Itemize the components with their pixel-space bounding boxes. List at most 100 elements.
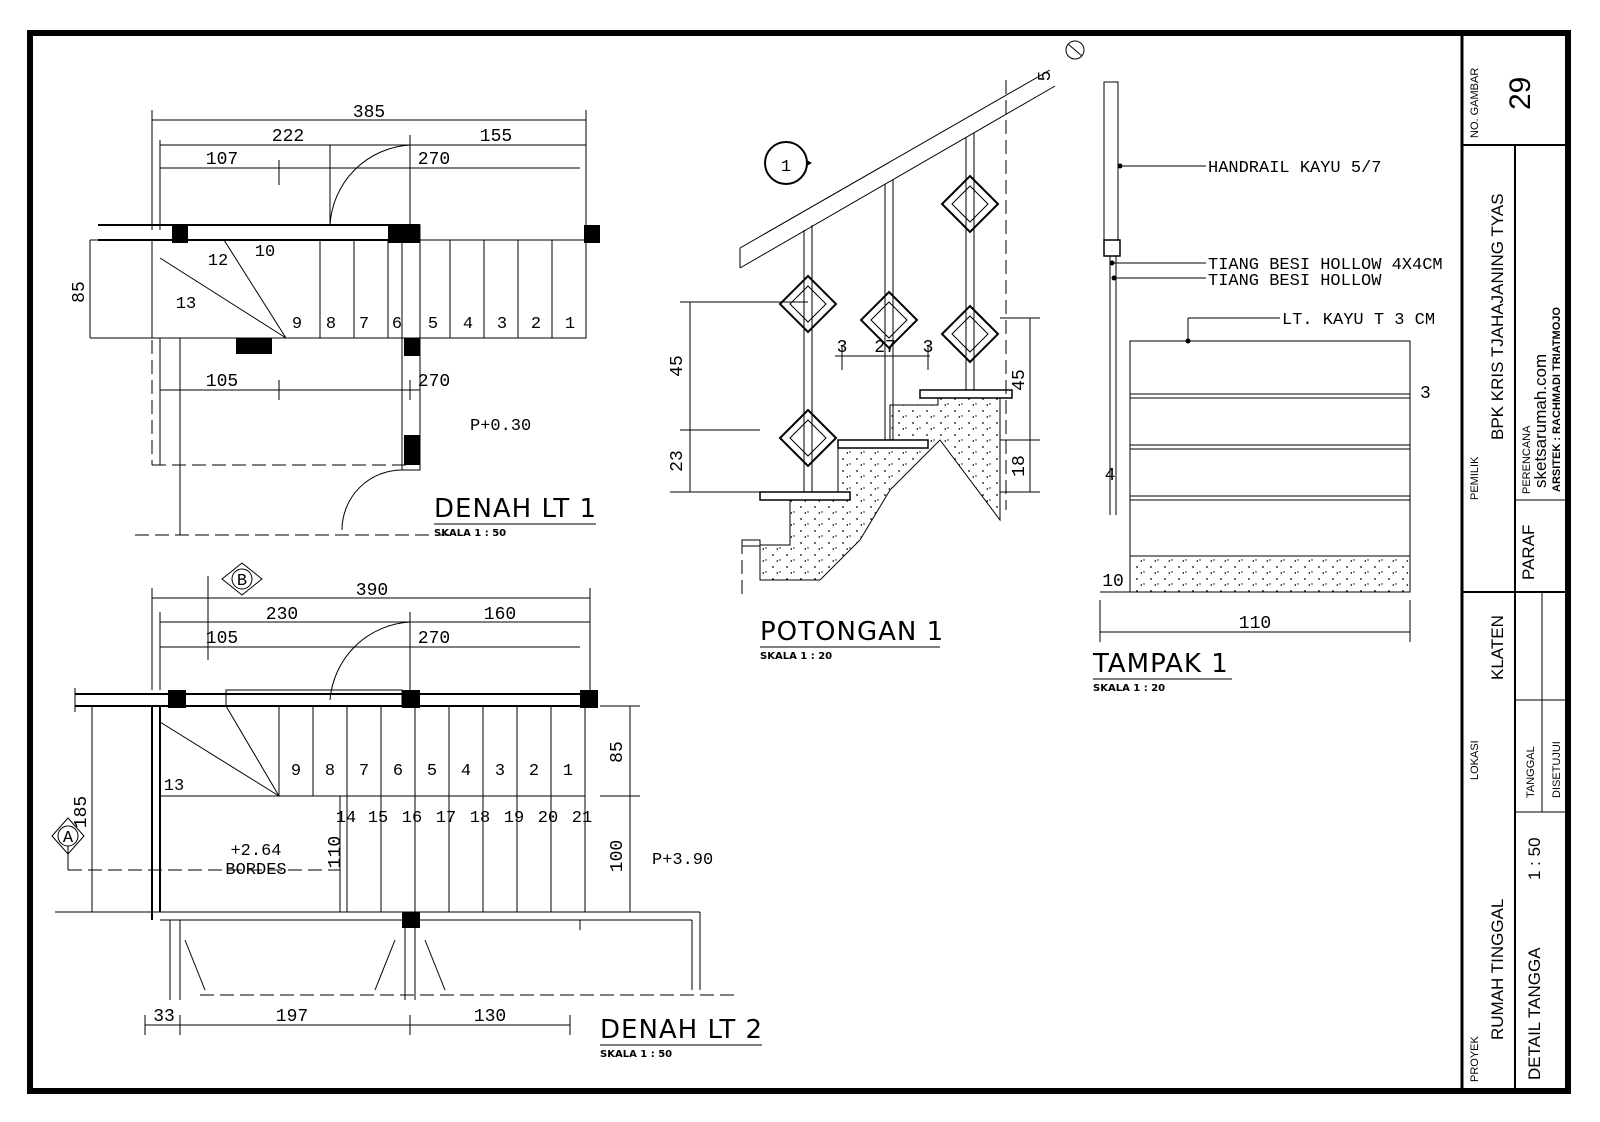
step-10: 10 xyxy=(255,243,275,262)
tampak-1-elevation: HANDRAIL KAYU 5/7 TIANG BESI HOLLOW 4X4C… xyxy=(1092,81,1443,694)
pot-dim-45-right: 45 xyxy=(1010,369,1030,391)
judul-gambar: DETAIL TANGGA xyxy=(1525,947,1544,1080)
potongan-1-scale: SKALA 1 : 20 xyxy=(760,651,832,662)
step-6: 6 xyxy=(392,315,402,334)
label-lt-kayu: LT. KAYU T 3 CM xyxy=(1282,311,1435,330)
pot-dim-3b: 3 xyxy=(923,338,934,358)
denah-lt-1-scale: SKALA 1 : 50 xyxy=(434,528,506,539)
tanggal-label: TANGGAL xyxy=(1525,746,1537,798)
potongan-1-section: 45 23 3 27 3 45 18 5 1 POTONGAN 1 SKALA … xyxy=(668,40,1085,662)
step-lt2-1: 1 xyxy=(563,762,573,781)
dim-100: 100 xyxy=(608,840,628,872)
step-3: 3 xyxy=(497,315,507,334)
step-lt2-13: 13 xyxy=(164,777,184,796)
step-lt2-17: 17 xyxy=(436,809,456,828)
dim-105-lt2: 105 xyxy=(206,629,238,649)
denah-lt-1-plan: 385 222 155 107 270 105 27 xyxy=(70,103,600,539)
step-lt2-20: 20 xyxy=(538,809,558,828)
tampak-1-scale: SKALA 1 : 20 xyxy=(1093,683,1165,694)
denah-lt-1-title: DENAH LT 1 xyxy=(434,494,597,524)
dim-390: 390 xyxy=(356,581,388,601)
title-block: NO. GAMBAR 29 PEMILIK BPK KRIS TJAHAJANI… xyxy=(1460,33,1568,1091)
perencana-label: PERENCANA xyxy=(1521,425,1533,494)
perencana-arsitek: ARSITEK : RACHMADI TRIATMOJO xyxy=(1551,307,1563,492)
step-lt2-14: 14 xyxy=(336,809,356,828)
dim-130: 130 xyxy=(474,1007,506,1027)
step-4: 4 xyxy=(463,315,473,334)
step-8: 8 xyxy=(326,315,336,334)
pot-dim-45: 45 xyxy=(668,355,688,377)
dim-230: 230 xyxy=(266,605,298,625)
step-lt2-16: 16 xyxy=(402,809,422,828)
step-2: 2 xyxy=(531,315,541,334)
step-13: 13 xyxy=(176,295,196,314)
tampak-dim-110: 110 xyxy=(1239,614,1271,634)
step-lt2-18: 18 xyxy=(470,809,490,828)
tampak-1-title: TAMPAK 1 xyxy=(1092,649,1229,679)
lokasi-label: LOKASI xyxy=(1469,740,1481,780)
step-9: 9 xyxy=(292,315,302,334)
denah-lt-2-scale: SKALA 1 : 50 xyxy=(600,1049,672,1060)
step-5: 5 xyxy=(428,315,438,334)
denah-lt-2-title: DENAH LT 2 xyxy=(600,1015,763,1045)
dim-110: 110 xyxy=(326,836,346,868)
proyek-label: PROYEK xyxy=(1469,1035,1481,1082)
step-lt2-21: 21 xyxy=(572,809,592,828)
dim-185: 185 xyxy=(72,796,92,828)
sheet-border xyxy=(27,30,1571,1094)
perencana-site: sketsarumah.com xyxy=(1531,354,1550,488)
step-lt2-7: 7 xyxy=(359,762,369,781)
potongan-1-title: POTONGAN 1 xyxy=(760,617,944,647)
marker-1: 1 xyxy=(781,158,791,177)
pot-dim-3a: 3 xyxy=(837,338,848,358)
step-lt2-4: 4 xyxy=(461,762,471,781)
no-gambar-label: NO. GAMBAR xyxy=(1469,68,1481,138)
dim-270-lt2: 270 xyxy=(418,629,450,649)
dim-222: 222 xyxy=(272,127,304,147)
dim-270-lower: 270 xyxy=(418,372,450,392)
step-12: 12 xyxy=(208,252,228,271)
dim-105: 105 xyxy=(206,372,238,392)
step-1: 1 xyxy=(565,315,575,334)
level-denah1: P+0.30 xyxy=(470,417,531,436)
dim-197: 197 xyxy=(276,1007,308,1027)
label-handrail: HANDRAIL KAYU 5/7 xyxy=(1208,159,1381,178)
dim-385: 385 xyxy=(353,103,385,123)
tampak-dim-10: 10 xyxy=(1102,572,1124,592)
step-lt2-5: 5 xyxy=(427,762,437,781)
proyek-name: RUMAH TINGGAL xyxy=(1488,899,1507,1040)
step-lt2-15: 15 xyxy=(368,809,388,828)
skala-gambar: 1 : 50 xyxy=(1525,837,1544,880)
disetujui-label: DISETUJUI xyxy=(1551,741,1563,798)
pemilik-name: BPK KRIS TJAHAJANING TYAS xyxy=(1488,193,1507,440)
dim-270: 270 xyxy=(418,150,450,170)
pemilik-label: PEMILIK xyxy=(1469,456,1481,500)
step-lt2-2: 2 xyxy=(529,762,539,781)
dim-155: 155 xyxy=(480,127,512,147)
step-lt2-3: 3 xyxy=(495,762,505,781)
pot-dim-5: 5 xyxy=(1036,71,1056,82)
dim-85-lt2: 85 xyxy=(608,741,628,763)
level-denah2: P+3.90 xyxy=(652,851,713,870)
no-gambar: 29 xyxy=(1504,77,1537,110)
step-7: 7 xyxy=(359,315,369,334)
dim-33: 33 xyxy=(153,1007,175,1027)
dim-85: 85 xyxy=(70,281,90,303)
lokasi: KLATEN xyxy=(1488,615,1507,680)
step-lt2-9: 9 xyxy=(291,762,301,781)
pot-dim-23: 23 xyxy=(668,450,688,472)
denah-lt-2-plan: 390 230 160 105 270 B xyxy=(51,562,763,1060)
dim-107: 107 xyxy=(206,150,238,170)
marker-b: B xyxy=(237,572,247,591)
paraf-label: PARAF xyxy=(1519,525,1538,580)
tampak-dim-3: 3 xyxy=(1420,384,1431,404)
bordes-level: +2.64 xyxy=(230,842,281,861)
label-tiang: TIANG BESI HOLLOW xyxy=(1208,272,1382,291)
step-lt2-19: 19 xyxy=(504,809,524,828)
label-tiang-4x4: TIANG BESI HOLLOW 4X4CM xyxy=(1208,256,1443,275)
pot-dim-27: 27 xyxy=(874,338,896,358)
step-lt2-8: 8 xyxy=(325,762,335,781)
pot-dim-18: 18 xyxy=(1010,455,1030,477)
step-lt2-6: 6 xyxy=(393,762,403,781)
